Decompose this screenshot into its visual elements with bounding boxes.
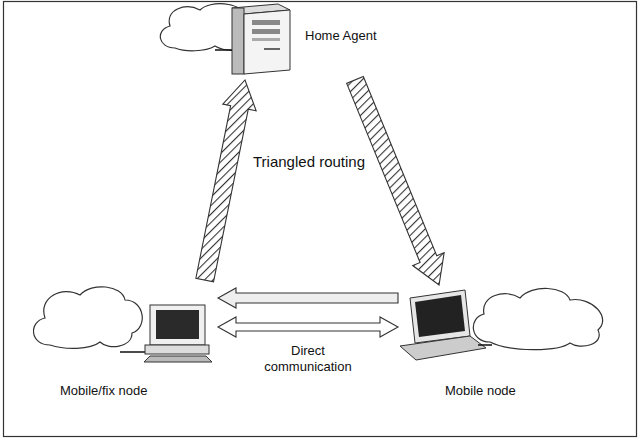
desktop-icon [120, 305, 212, 362]
network-node: Mobile node [398, 285, 614, 406]
frame [4, 2, 637, 437]
network-node: Mobile/fix node [28, 280, 218, 406]
node-label: Mobile node [445, 383, 516, 399]
cloud [34, 287, 143, 349]
routing-arrow [196, 80, 256, 282]
cloud [473, 288, 602, 349]
network-node: Home Agent [155, 4, 405, 80]
routing-arrow [347, 77, 444, 285]
node-label: Home Agent [305, 28, 377, 44]
edge-label: Direct communication [250, 343, 366, 375]
direct-arrow [218, 317, 398, 337]
reply-arrow [218, 288, 398, 308]
node-label: Mobile/fix node [60, 383, 147, 399]
server-icon [215, 4, 290, 74]
diagram-label: Triangled routing [253, 153, 365, 171]
